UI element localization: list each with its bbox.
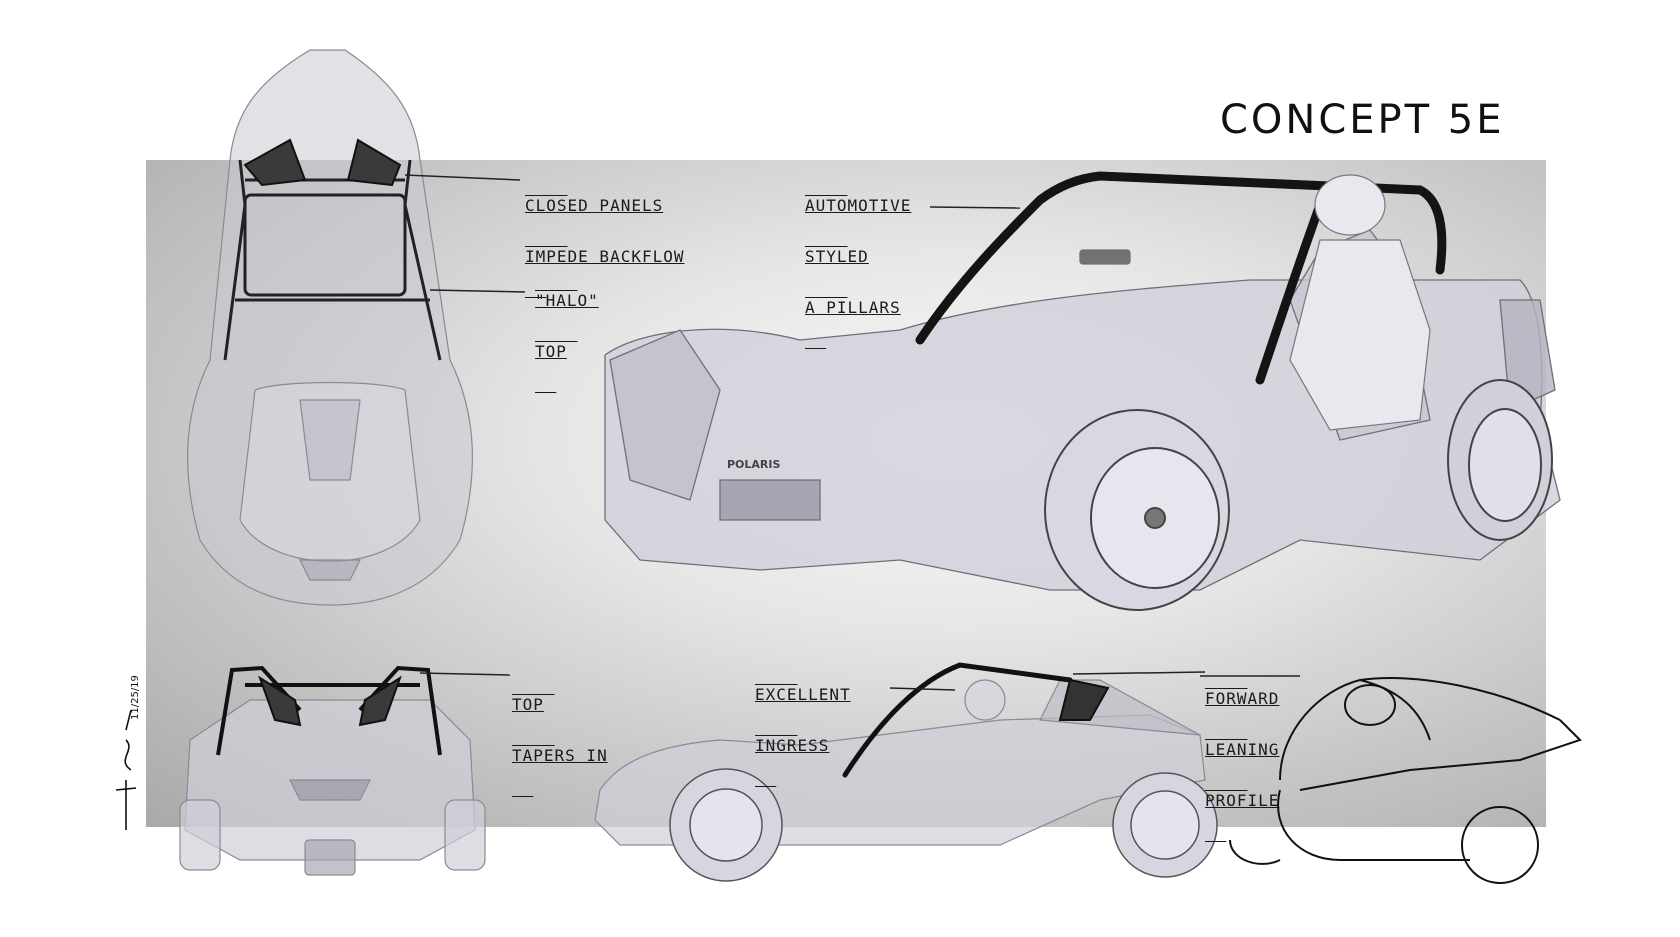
front-three-quarter-roof-frame: [915, 171, 1447, 385]
grille-badge: POLARIS: [727, 458, 780, 471]
callout-line: TOP: [512, 695, 544, 714]
side-view-rear-wheel: [1112, 772, 1218, 878]
artist-signature: 11/25/19: [115, 675, 141, 830]
callout-top-tapers: TOP TAPERS IN: [512, 662, 608, 798]
sheet-title: CONCEPT 5E: [1220, 97, 1505, 143]
callout-line: PROFILE: [1205, 791, 1280, 810]
motorcycle-reference-sketch: [1229, 677, 1582, 884]
callout-line: INGRESS: [755, 736, 830, 755]
callout-halo-top: "HALO" TOP: [535, 258, 599, 394]
callout-closed-panels: CLOSED PANELS IMPEDE BACKFLOW: [525, 163, 685, 299]
callout-line: A PILLARS: [805, 298, 901, 317]
callout-line: AUTOMOTIVE: [805, 196, 912, 215]
callout-leader-lines: [404, 174, 1300, 691]
top-view-closed-panels: [243, 138, 402, 187]
rider-figure: [1289, 174, 1431, 431]
callout-line: "HALO": [535, 291, 599, 310]
callout-line: EXCELLENT: [755, 685, 851, 704]
front-wheel: [1044, 409, 1230, 611]
callout-line: TOP: [535, 342, 567, 361]
callout-line: LEANING: [1205, 740, 1280, 759]
top-view-drawing: [187, 49, 473, 606]
callout-excellent-ingress: EXCELLENT INGRESS: [755, 652, 851, 788]
front-view-closed-panels: [258, 675, 402, 727]
front-view-drawing: [179, 699, 486, 876]
rear-wheel: [1447, 379, 1553, 541]
callout-automotive-pillars: AUTOMOTIVE STYLED A PILLARS: [805, 163, 911, 350]
callout-line: TAPERS IN: [512, 746, 608, 765]
callout-forward-leaning: FORWARD LEANING PROFILE: [1205, 656, 1279, 843]
callout-line: IMPEDE BACKFLOW: [525, 247, 685, 266]
side-view-closed-panel: [1058, 678, 1110, 721]
callout-line: STYLED: [805, 247, 869, 266]
signature-date: 11/25/19: [130, 675, 141, 720]
side-view-roof-frame: [842, 662, 1073, 778]
callout-line: FORWARD: [1205, 689, 1280, 708]
side-view-front-wheel: [669, 768, 783, 882]
callout-line: CLOSED PANELS: [525, 196, 664, 215]
